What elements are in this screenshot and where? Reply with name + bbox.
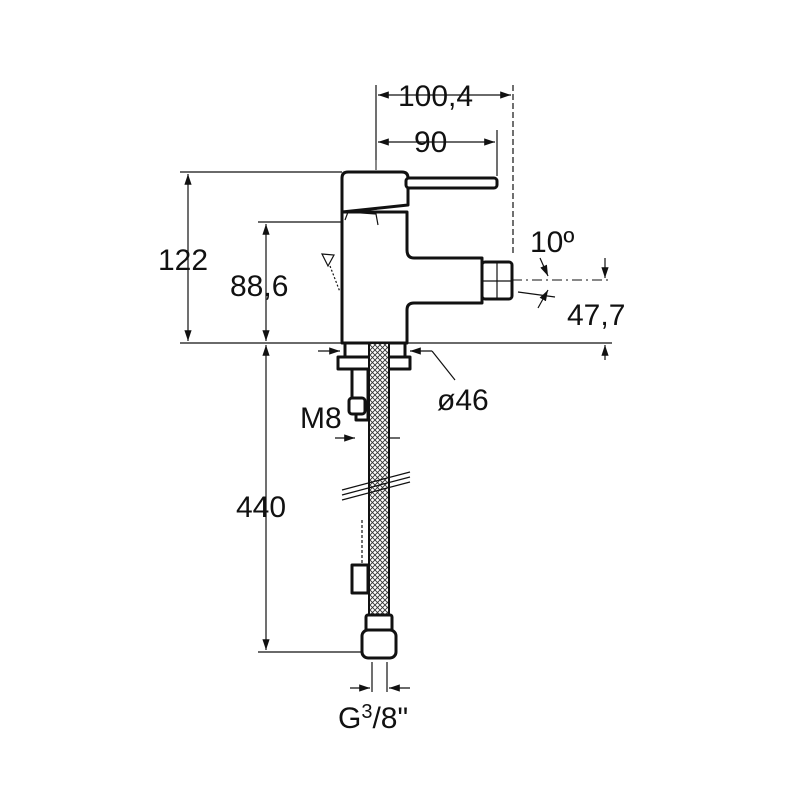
hose-nut: [360, 628, 398, 660]
label-hose-connection: G3/8": [338, 701, 408, 735]
label-total-height: 122: [158, 244, 208, 277]
label-spout-height: 88,6: [230, 270, 288, 303]
plug: [350, 563, 370, 595]
lever: [404, 176, 499, 190]
label-stud-thread: M8: [300, 402, 342, 435]
faucet-cap: [340, 170, 410, 214]
stud-nut: [347, 396, 367, 416]
label-spout-angle: 10º: [530, 226, 574, 259]
label-lever-reach: 90: [414, 126, 447, 159]
label-spout-axis-height: 47,7: [567, 299, 625, 332]
label-total-reach: 100,4: [398, 80, 473, 113]
pop-up-ring: [320, 253, 335, 268]
label-hose-length: 440: [236, 491, 286, 524]
flexible-hose: [368, 342, 390, 616]
faucet-body: [320, 170, 514, 660]
dimension-lines: [184, 91, 609, 692]
dimension-labels: 100,4 90 122 88,6 10º 47,7 ø46 M8 440 G3…: [158, 80, 625, 735]
label-base-diameter: ø46: [437, 384, 489, 417]
